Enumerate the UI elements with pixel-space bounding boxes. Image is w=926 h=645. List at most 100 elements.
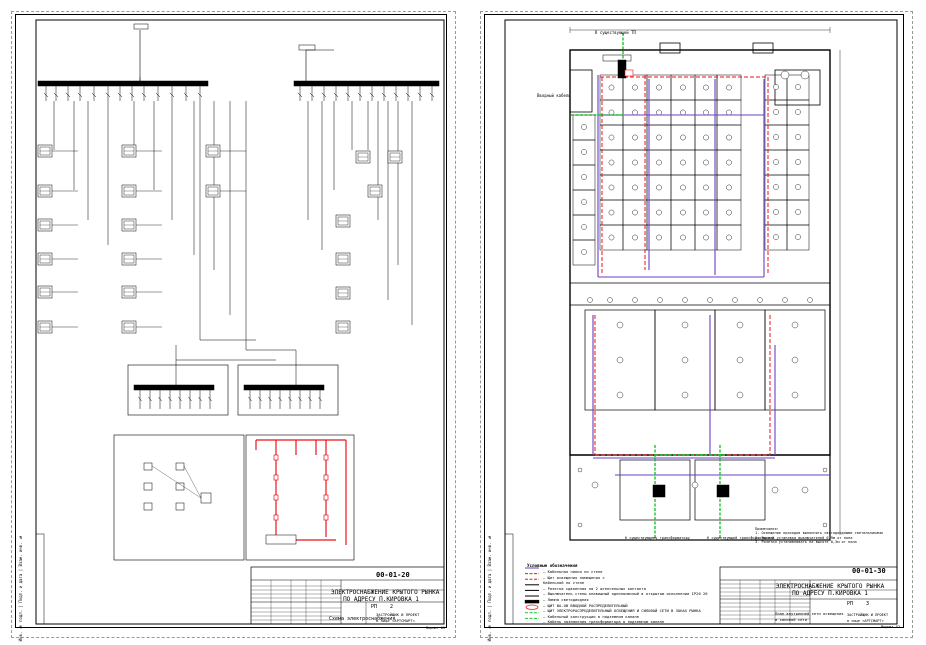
luminaire [680, 234, 686, 241]
luminaire [608, 184, 615, 191]
breaker-symbol [169, 92, 175, 98]
label-input-left: Вводный кабель [537, 93, 571, 98]
panel-emergency [245, 434, 355, 561]
right-sheet-frame [480, 11, 913, 638]
breaker-symbol [91, 92, 97, 98]
breaker-symbol [381, 92, 387, 98]
luminaire [632, 297, 638, 303]
breaker-symbol [53, 92, 59, 98]
legend-item: — Кабель заземления трансформатора в под… [543, 619, 665, 625]
wire [158, 396, 162, 402]
wire [268, 396, 272, 402]
wire [188, 396, 192, 402]
breaker-symbol [333, 92, 339, 98]
luminaire [656, 84, 662, 91]
luminaire [773, 84, 779, 90]
emergency-luminaire [273, 494, 279, 501]
left-format: Формат А3 [426, 626, 445, 630]
luminaire [608, 234, 615, 241]
left-subtitle: Схема электроснабжения [329, 616, 396, 622]
luminaire [656, 109, 662, 116]
luminaire [680, 159, 686, 166]
transformer-symbol [200, 492, 212, 504]
luminaire [680, 209, 686, 216]
luminaire [581, 224, 587, 230]
input-label-box [133, 23, 149, 30]
luminaire [656, 209, 662, 216]
wire [248, 396, 252, 402]
luminaire [656, 234, 662, 241]
floor-plan-sheet: Инв. № подл. | Подп. и дата | Взам. инв.… [484, 14, 904, 641]
breaker-symbol [429, 92, 435, 98]
wire [208, 396, 212, 402]
luminaire [632, 209, 638, 216]
relay [143, 462, 153, 471]
left-drawing-code: 00-01-20 [376, 571, 410, 579]
luminaire [581, 124, 587, 130]
left-title-line2: ПО АДРЕСУ П.КИРОВКА 1 [343, 596, 419, 603]
luminaire [791, 356, 799, 364]
breaker-symbol [297, 92, 303, 98]
luminaire [703, 134, 709, 141]
luminaire [682, 297, 688, 303]
breaker-symbol [65, 92, 71, 98]
legend-item: — Кабельный конструкции в подземном кана… [543, 613, 640, 619]
wire [258, 396, 262, 402]
right-title-line2: ПО АДРЕСУ П.КИРОВКА 1 [792, 590, 868, 597]
wire [198, 396, 202, 402]
emergency-luminaire [323, 494, 329, 501]
panel-red [624, 69, 634, 77]
relay [175, 482, 185, 491]
breaker-symbol [155, 92, 161, 98]
breaker-symbol [405, 92, 411, 98]
panel-relay [113, 434, 245, 561]
breaker-symbol [43, 92, 49, 98]
luminaire [807, 297, 813, 303]
luminaire [656, 134, 662, 141]
luminaire [732, 297, 738, 303]
emergency-board-label [265, 534, 297, 545]
luminaire [757, 297, 763, 303]
floor-plan [504, 19, 898, 625]
breaker-symbol [321, 92, 327, 98]
legend-item: — ЩИТ ЭЛЕКТРОРАСПРЕДЕЛИТЕЛЬНЫЙ ОСВЕЩЕНИЯ… [543, 608, 701, 614]
luminaire [726, 159, 732, 166]
luminaire [581, 174, 587, 180]
right-stamp [504, 533, 514, 625]
luminaire [801, 486, 809, 494]
emergency-luminaire [273, 454, 279, 461]
breaker-symbol [105, 92, 111, 98]
legend-item: — Щит освещения помещения с [543, 574, 605, 580]
luminaire [773, 159, 779, 165]
busbar-left [37, 80, 209, 87]
title-block [250, 566, 445, 625]
stall [716, 224, 742, 251]
left-org: ЗАСТРОЙЩИК И ПРОЕКТ в лице «АРТСМАРТ» [376, 612, 420, 623]
left-stamp [35, 533, 45, 625]
relay [175, 462, 185, 471]
luminaire [632, 109, 638, 116]
luminaire [773, 184, 779, 190]
wire [151, 465, 202, 499]
luminaire [587, 297, 593, 303]
breaker-symbol [117, 92, 123, 98]
luminaire [632, 184, 638, 191]
breaker-symbol [197, 92, 203, 98]
relay [143, 482, 153, 491]
legend-item: Кабельной по стене [543, 580, 585, 586]
luminaire [608, 159, 615, 166]
luminaire [773, 234, 779, 240]
relay [143, 502, 153, 511]
label-input-top: К существующей ТП [595, 30, 636, 35]
wire [148, 396, 152, 402]
luminaire [691, 481, 699, 489]
luminaire [608, 209, 615, 216]
luminaire [773, 209, 779, 215]
luminaire [608, 84, 615, 91]
left-sheet-number: 2 [390, 604, 394, 610]
luminaire [632, 84, 638, 91]
luminaire [680, 184, 686, 191]
luminaire [608, 134, 615, 141]
luminaire [795, 134, 801, 140]
wire [318, 396, 322, 402]
